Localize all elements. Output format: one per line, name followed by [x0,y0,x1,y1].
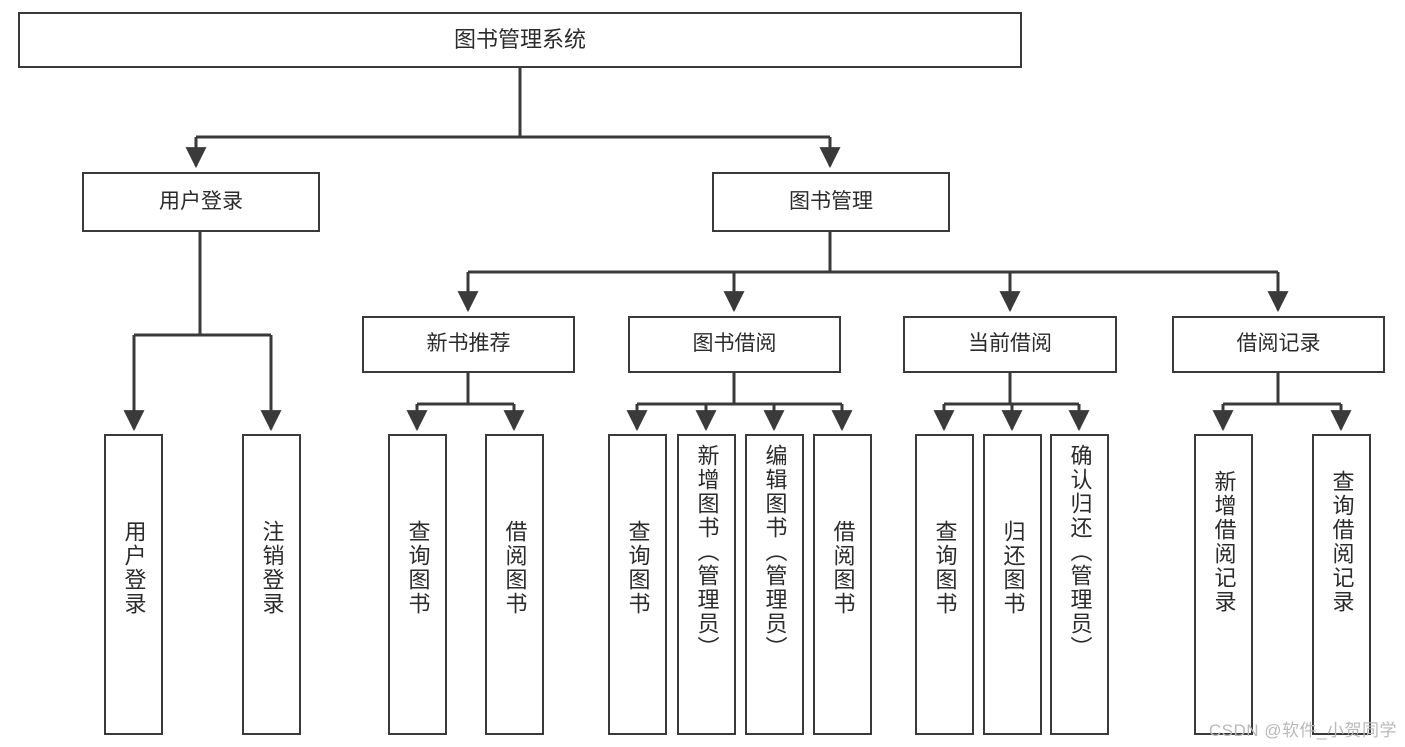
node-book-borrow-label: 图书借阅 [692,332,777,356]
node-leaf-query-record-label: 查询借阅记录 [1329,470,1355,614]
node-leaf-borrow-book-1[interactable]: 借阅图书 [485,434,544,735]
node-new-book-recommend-label: 新书推荐 [426,332,511,356]
csdn-watermark: CSDN @软件_小贺同学 [1208,721,1397,740]
node-leaf-query-record[interactable]: 查询借阅记录 [1312,434,1371,735]
node-leaf-add-book-label: 新增图书（管理员） [694,444,720,660]
node-user-login-label: 用户登录 [159,189,243,213]
node-leaf-borrow-book-2-label: 借阅图书 [830,520,856,616]
node-leaf-query-book-1-label: 查询图书 [405,520,431,616]
node-book-manage[interactable]: 图书管理 [712,172,950,232]
node-root-label: 图书管理系统 [453,27,586,53]
node-root[interactable]: 图书管理系统 [18,12,1022,68]
node-leaf-query-book-3[interactable]: 查询图书 [915,434,974,735]
node-leaf-query-book-3-label: 查询图书 [932,520,958,616]
node-leaf-borrow-book-2[interactable]: 借阅图书 [813,434,872,735]
node-borrow-record[interactable]: 借阅记录 [1172,316,1385,373]
node-leaf-logout-login[interactable]: 注销登录 [242,434,301,735]
node-leaf-query-book-2[interactable]: 查询图书 [608,434,667,735]
node-current-borrow-label: 当前借阅 [968,332,1052,356]
node-user-login[interactable]: 用户登录 [82,172,320,232]
node-leaf-user-login-label: 用户登录 [121,520,147,616]
node-book-manage-label: 图书管理 [789,189,873,213]
node-current-borrow[interactable]: 当前借阅 [903,316,1117,373]
node-leaf-logout-login-label: 注销登录 [259,520,285,616]
node-leaf-confirm-return[interactable]: 确认归还（管理员） [1050,434,1109,735]
node-leaf-user-login[interactable]: 用户登录 [104,434,163,735]
node-leaf-edit-book-label: 编辑图书（管理员） [762,444,788,660]
node-leaf-query-book-2-label: 查询图书 [625,520,651,616]
node-leaf-add-record-label: 新增借阅记录 [1211,470,1237,614]
node-leaf-borrow-book-1-label: 借阅图书 [502,520,528,616]
node-book-borrow[interactable]: 图书借阅 [628,316,841,373]
node-leaf-query-book-1[interactable]: 查询图书 [388,434,447,735]
node-leaf-add-book[interactable]: 新增图书（管理员） [677,434,736,735]
node-leaf-return-book[interactable]: 归还图书 [983,434,1042,735]
node-leaf-confirm-return-label: 确认归还（管理员） [1067,444,1093,660]
node-new-book-recommend[interactable]: 新书推荐 [362,316,575,373]
node-borrow-record-label: 借阅记录 [1236,332,1321,356]
node-leaf-edit-book[interactable]: 编辑图书（管理员） [745,434,804,735]
node-leaf-add-record[interactable]: 新增借阅记录 [1194,434,1253,735]
node-leaf-return-book-label: 归还图书 [1000,520,1026,616]
